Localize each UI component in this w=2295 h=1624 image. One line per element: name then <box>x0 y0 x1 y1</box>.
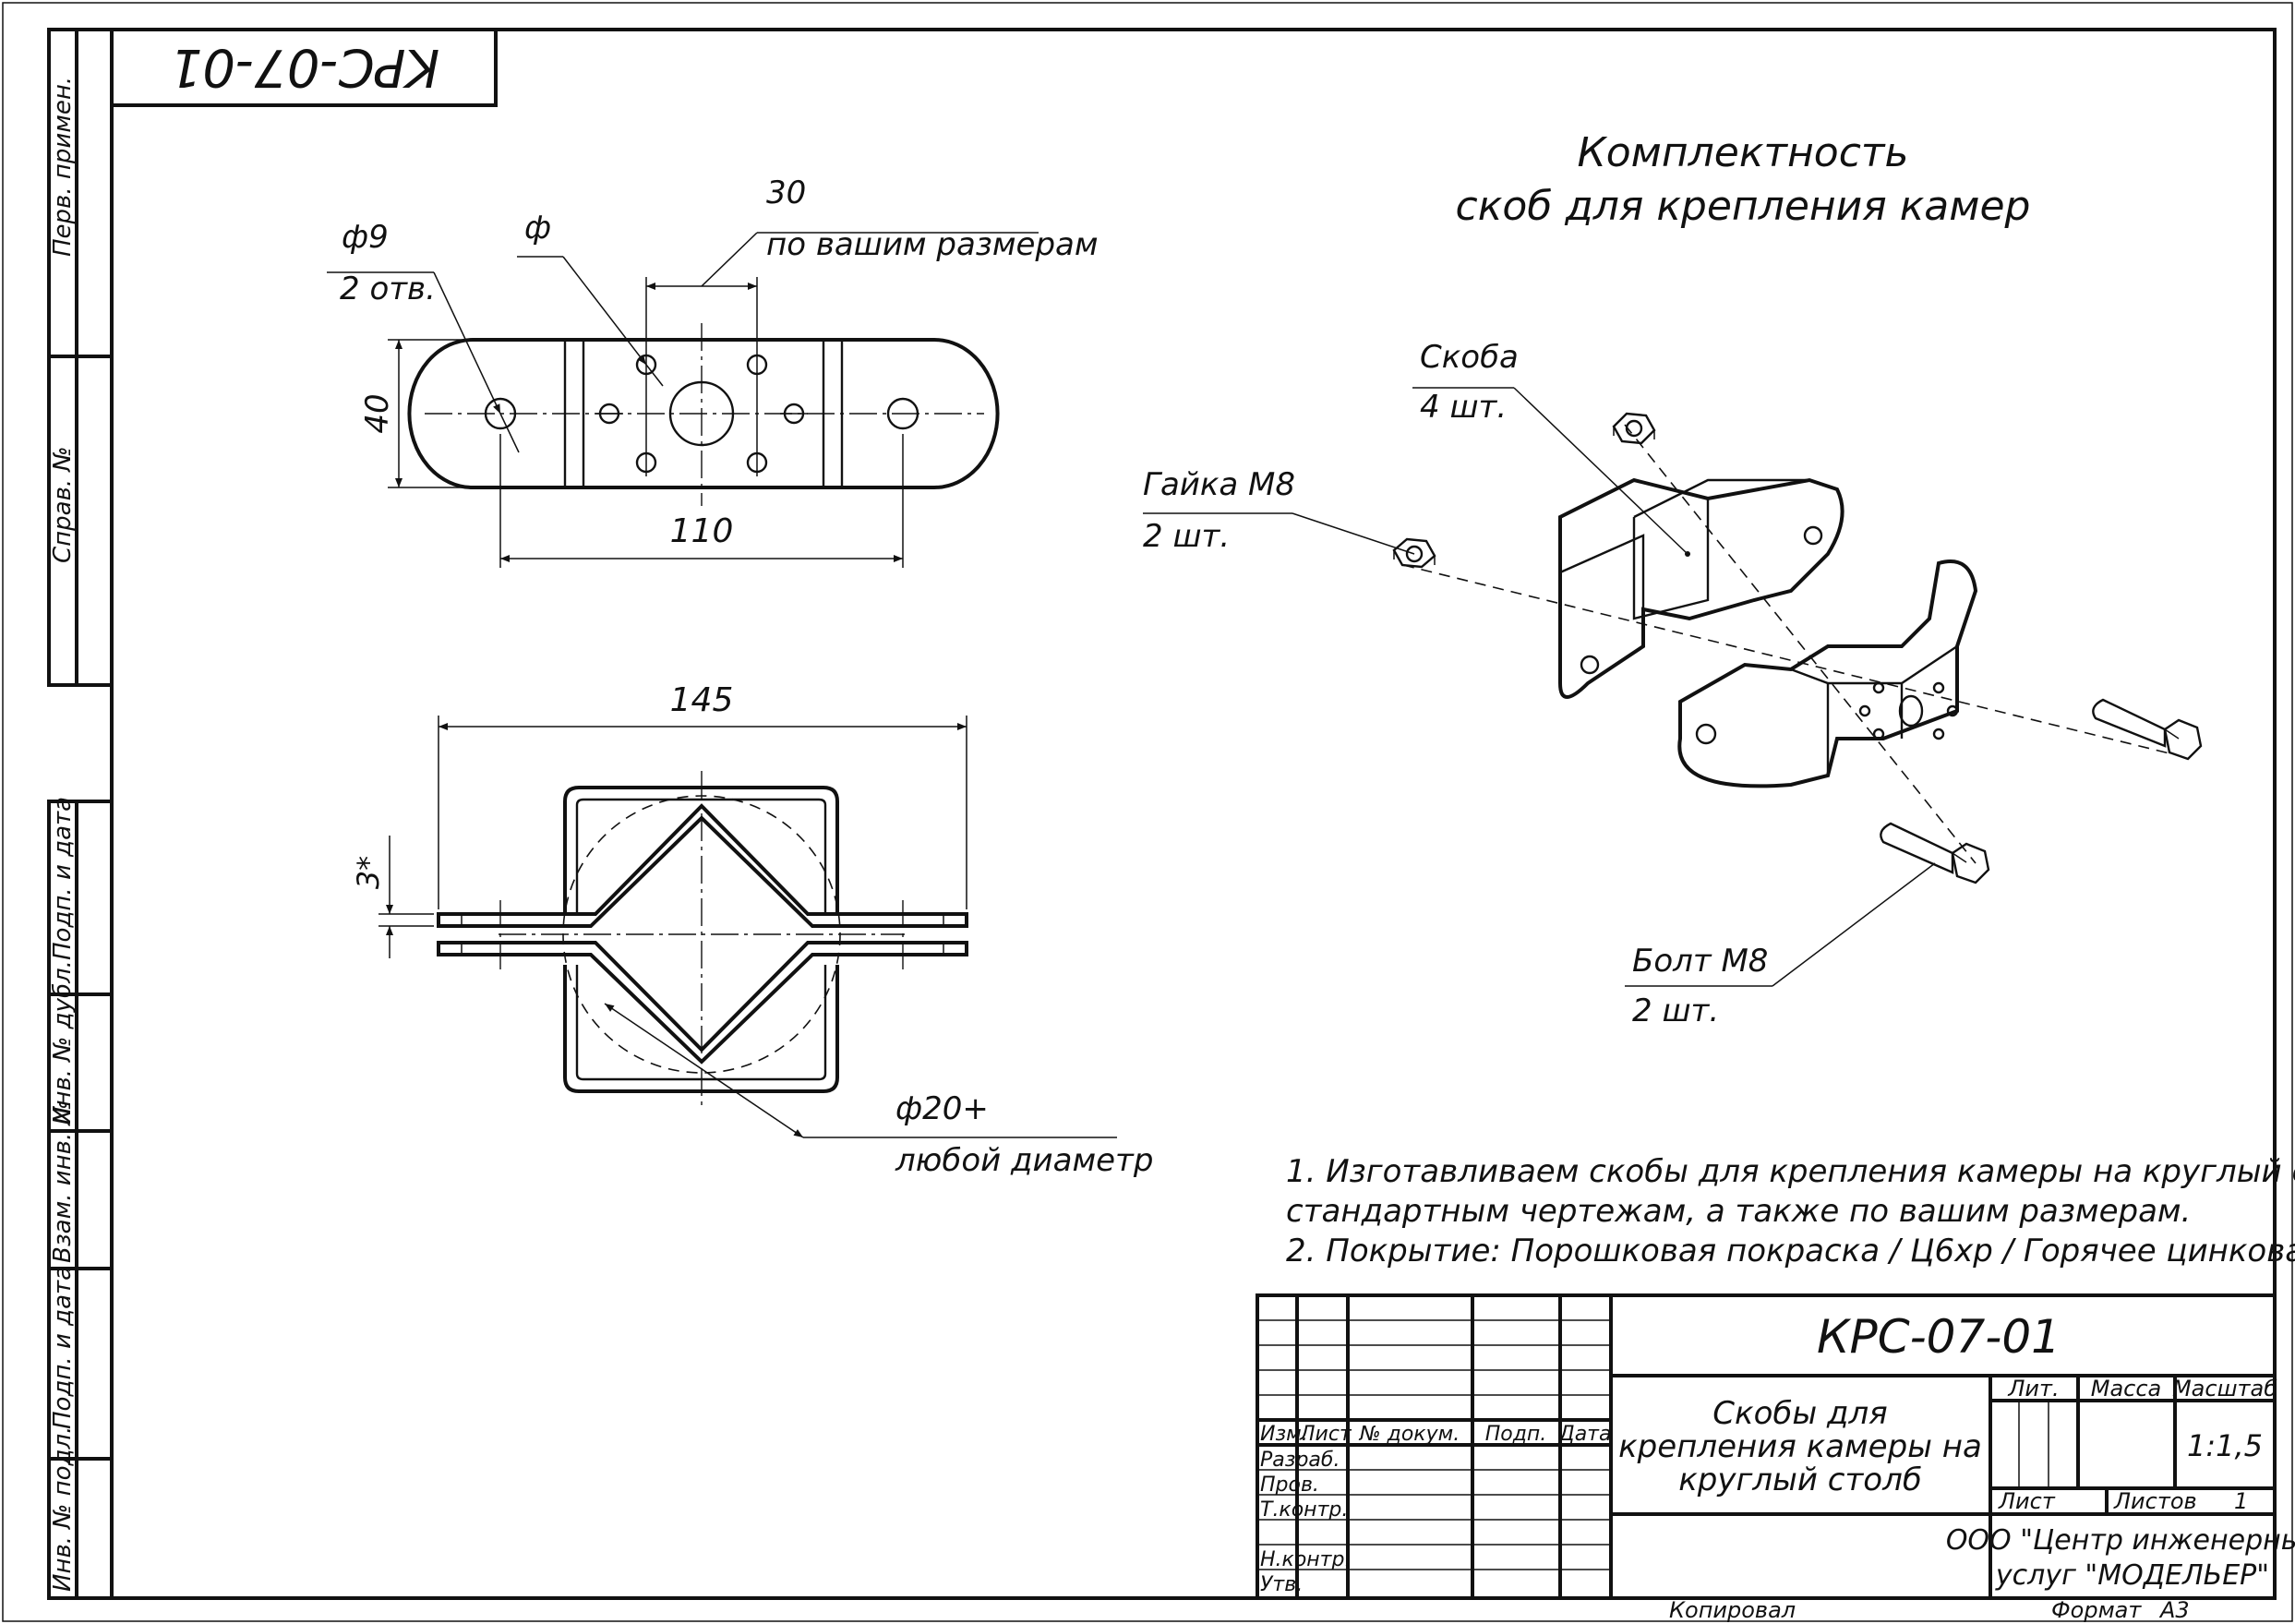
assembly-view <box>1143 387 2203 987</box>
bolt-qty: 2 шт. <box>1632 992 1719 1029</box>
row-prov: Пров. <box>1260 1474 1319 1497</box>
bolt-label: Болт М8 <box>1632 943 1768 980</box>
row-tkontr: Т.контр. <box>1260 1498 1348 1522</box>
dim-height: 40 <box>359 393 396 433</box>
side-label-vzam-inv: Взам. инв. № <box>49 1100 77 1263</box>
format-label: Формат <box>2051 1597 2142 1623</box>
format-value: А3 <box>2158 1597 2190 1623</box>
dim-thickness: 3* <box>351 856 386 889</box>
title-block <box>1256 1293 2277 1600</box>
copied-label: Копировал <box>1669 1597 1796 1623</box>
bracket-upper <box>1558 477 1844 699</box>
assembly-labels: Скоба 4 шт. Гайка М8 2 шт. Болт М8 2 шт. <box>1143 339 1768 1029</box>
mass-label: Масса <box>2091 1376 2162 1401</box>
dim-pole-note: любой диаметр <box>895 1142 1153 1179</box>
dim-overall: 145 <box>670 681 734 719</box>
row-razrab: Разраб. <box>1260 1449 1340 1472</box>
designation: КРС-07-01 <box>1817 1310 2061 1364</box>
nut-qty: 2 шт. <box>1143 518 1230 555</box>
col-izm: Изм. <box>1260 1423 1308 1446</box>
org-line1: ООО "Центр инженерных <box>1946 1524 2295 1557</box>
side-view <box>378 716 1117 1138</box>
side-label-inv-dubl: Инв. № дубл. <box>49 960 77 1125</box>
mirrored-stamp: KPC-07-01 <box>170 37 440 97</box>
col-sign: Подп. <box>1485 1423 1547 1446</box>
side-label-sprav-nomer: Справ. № <box>49 447 77 563</box>
nut-upper <box>1612 412 1656 445</box>
side-label-inv-podl: Инв. № подл. <box>49 1426 77 1592</box>
bolt-right <box>2092 698 2203 761</box>
bracket-lower <box>1677 559 1978 788</box>
bracket-qty: 4 шт. <box>1420 389 1507 426</box>
dim-pole: ф20+ <box>895 1090 989 1127</box>
top-view-dimensions: ф9 2 отв. ф 30 по вашим размерам 40 110 <box>340 174 1099 550</box>
side-labels: Перв. примен. Справ. № Подп. и дата Инв.… <box>49 77 77 1592</box>
dim-center-hole: ф <box>524 210 551 247</box>
side-label-podp-data-2: Подп. и дата <box>49 1266 77 1429</box>
title-block-text: КРС-07-01 Скобы для крепления камеры на … <box>1260 1310 2295 1623</box>
side-view-dimensions: 145 3* ф20+ любой диаметр <box>351 681 1153 1179</box>
nut-label: Гайка М8 <box>1143 466 1295 503</box>
scale-value: 1:1,5 <box>2187 1428 2263 1463</box>
dim-width-custom: 30 <box>766 174 806 211</box>
row-utv: Утв. <box>1260 1573 1303 1596</box>
technical-notes: 1. Изготавливаем скобы для крепления кам… <box>1286 1153 2295 1269</box>
assembly-title-line2: скоб для крепления камер <box>1456 183 2031 230</box>
row-nkontr: Н.контр. <box>1260 1548 1351 1571</box>
dim-custom-note: по вашим размерам <box>766 226 1099 263</box>
col-doc: № докум. <box>1359 1423 1460 1446</box>
side-label-podp-data-1: Подп. и дата <box>49 797 77 960</box>
note-line-1: 1. Изготавливаем скобы для крепления кам… <box>1286 1153 2295 1190</box>
sheets-label: Листов <box>2113 1488 2197 1514</box>
side-label-perv-primen: Перв. примен. <box>49 77 77 257</box>
part-name-line2: крепления камеры на <box>1618 1428 1982 1465</box>
dim-hole-count: 2 отв. <box>340 271 436 307</box>
bracket-label: Скоба <box>1420 339 1519 376</box>
sheet-label: Лист <box>1998 1488 2056 1514</box>
org-line2: услуг "МОДЕЛЬЕР" <box>1995 1559 2269 1592</box>
assembly-title-line1: Комплектность <box>1578 129 1909 176</box>
bolt-lower <box>1880 822 1990 884</box>
dim-length: 110 <box>670 512 734 550</box>
note-line-3: 2. Покрытие: Порошковая покраска / Ц6хр … <box>1286 1233 2295 1269</box>
nut-left <box>1392 537 1436 569</box>
scale-label: Масштаб <box>2172 1376 2277 1401</box>
assembly-title: Комплектность скоб для крепления камер <box>1456 129 2031 230</box>
part-name-line3: круглый столб <box>1678 1462 1922 1498</box>
sheets-count: 1 <box>2234 1488 2248 1514</box>
col-date: Дата <box>1558 1423 1612 1446</box>
lit-label: Лит. <box>2007 1376 2059 1401</box>
dim-hole-diameter: ф9 <box>342 219 389 256</box>
col-list: Лист <box>1299 1423 1352 1446</box>
note-line-2: стандартным чертежам, а также по вашим р… <box>1286 1193 2191 1230</box>
top-view <box>327 232 1039 568</box>
part-name-line1: Скобы для <box>1712 1395 1887 1432</box>
